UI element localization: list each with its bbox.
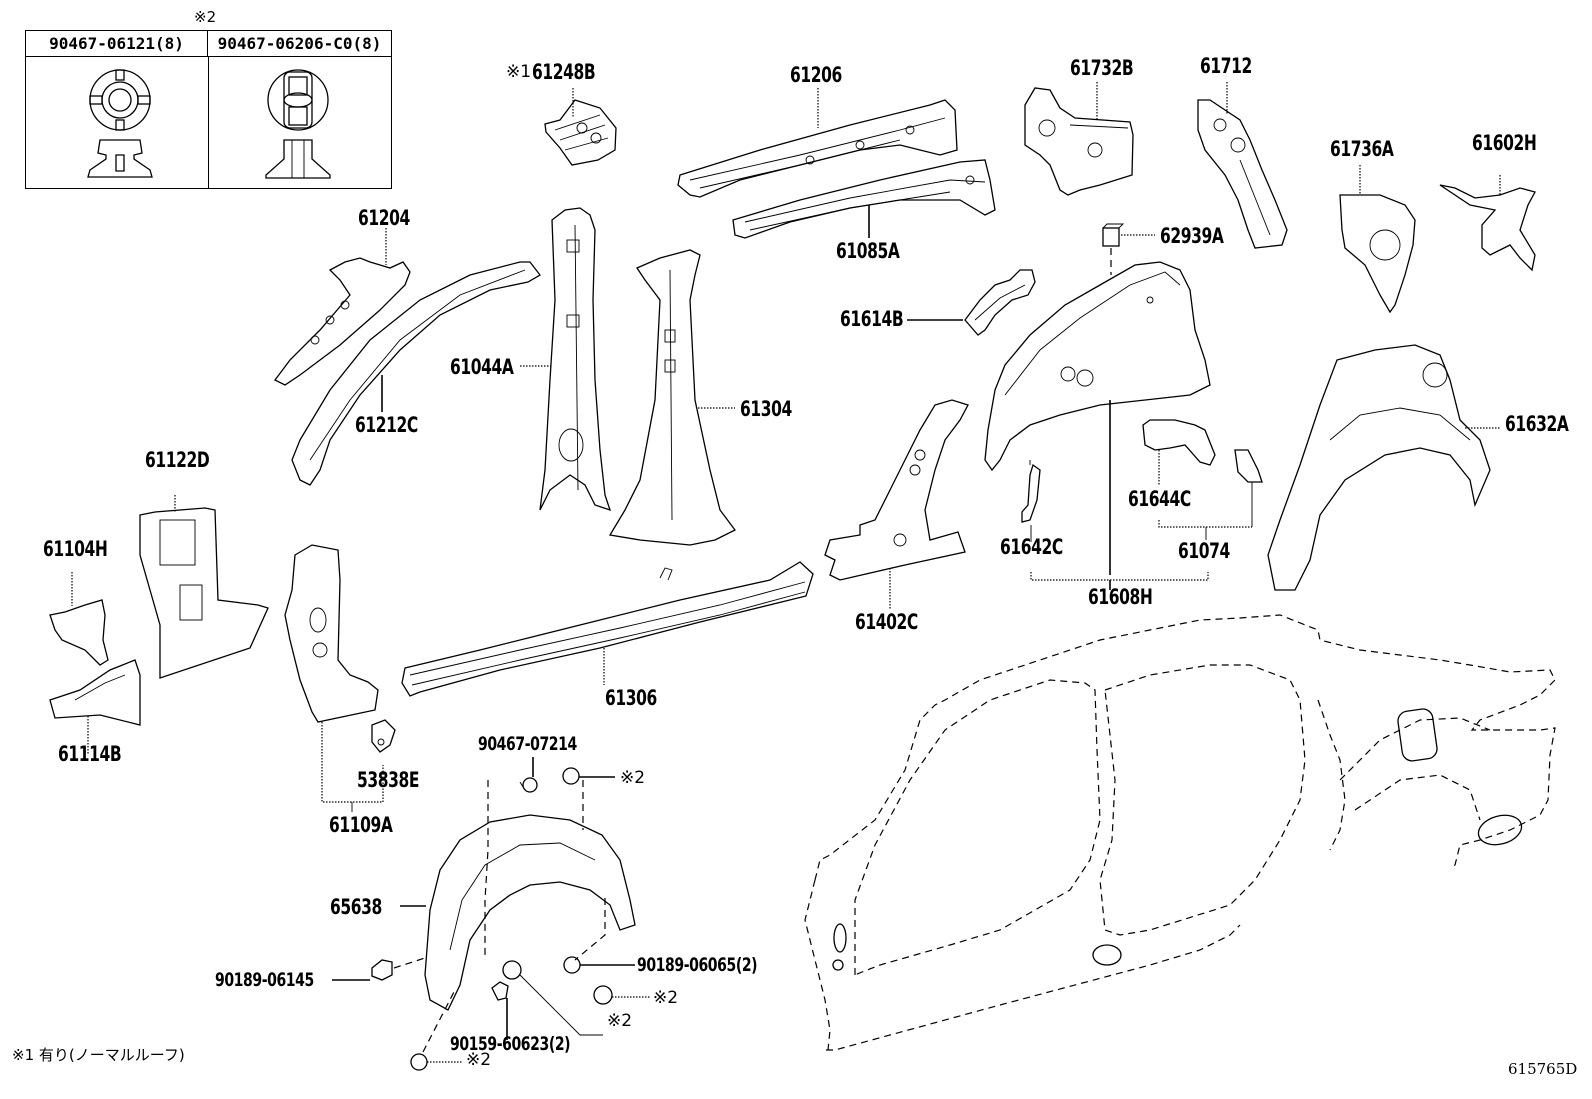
part-61712-drawing[interactable]	[1197, 82, 1288, 249]
label-61644C[interactable]: 61644C	[1128, 487, 1191, 511]
clip-part-number-2[interactable]: 90467-06206-C0(8)	[208, 31, 391, 57]
label-61304[interactable]: 61304	[740, 397, 792, 421]
part-61306-drawing[interactable]	[401, 561, 814, 697]
label-90189-06145[interactable]: 90189-06145	[215, 969, 314, 991]
label-61204[interactable]: 61204	[358, 206, 410, 230]
ref-mark-clip-right: ※2	[653, 988, 679, 1008]
part-61212C-drawing[interactable]	[291, 261, 541, 486]
label-53838E[interactable]: 53838E	[357, 768, 420, 792]
part-61614B-drawing[interactable]	[907, 269, 1036, 336]
label-61602H[interactable]: 61602H	[1472, 131, 1537, 155]
part-61248B-drawing[interactable]	[544, 88, 617, 166]
clip-reference-table: 90467-06121(8) 90467-06206-C0(8)	[25, 30, 392, 189]
label-61206[interactable]: 61206	[790, 63, 842, 87]
part-61736A-drawing[interactable]	[1339, 165, 1416, 314]
label-61109A[interactable]: 61109A	[329, 813, 393, 837]
part-61632A-drawing[interactable]	[1267, 344, 1500, 591]
fastener-clip-mid-drawing[interactable]	[502, 960, 603, 1036]
clip-part-number-1[interactable]: 90467-06121(8)	[26, 31, 208, 57]
illustration-code: 615765D	[1508, 1060, 1578, 1078]
part-61044A-drawing[interactable]	[520, 207, 612, 512]
part-61304-drawing[interactable]	[608, 249, 736, 546]
label-61736A[interactable]: 61736A	[1330, 137, 1394, 161]
part-61109A-drawing[interactable]	[284, 544, 384, 812]
ref-mark-clip-mid: ※2	[607, 1011, 633, 1031]
label-61074[interactable]: 61074	[1178, 539, 1230, 563]
label-90467-07214[interactable]: 90467-07214	[478, 733, 577, 755]
part-61085A-drawing[interactable]	[732, 159, 996, 239]
part-61114B-drawing[interactable]	[49, 659, 141, 755]
push-clip-round-icon	[87, 69, 153, 178]
part-61644C-drawing[interactable]	[1142, 419, 1216, 485]
push-clip-slotted-icon	[265, 69, 331, 179]
label-61632A[interactable]: 61632A	[1505, 412, 1569, 436]
part-61206-drawing[interactable]	[677, 88, 958, 198]
part-61074-drawing[interactable]	[1158, 449, 1263, 540]
label-61114B[interactable]: 61114B	[58, 742, 122, 766]
label-61712[interactable]: 61712	[1200, 54, 1252, 78]
label-90189-06065[interactable]: 90189-06065(2)	[637, 954, 758, 976]
part-65638-drawing[interactable]	[400, 780, 636, 1011]
ref-mark-clip-bottom: ※2	[466, 1050, 492, 1070]
label-62939A[interactable]: 62939A	[1160, 224, 1224, 248]
fastener-90189-06065-drawing[interactable]	[563, 956, 635, 974]
label-61104H[interactable]: 61104H	[43, 537, 108, 561]
table-divider	[208, 57, 209, 188]
part-61104H-drawing[interactable]	[49, 572, 109, 666]
part-61732B-drawing[interactable]	[1024, 82, 1134, 196]
body-side-assembly-outline	[804, 614, 1556, 1051]
fastener-90159-60623-drawing[interactable]	[491, 981, 509, 1040]
label-61044A[interactable]: 61044A	[450, 355, 514, 379]
note-mark-1: ※1	[506, 62, 532, 82]
clip-table-note: ※2	[194, 8, 217, 26]
label-61402C[interactable]: 61402C	[855, 610, 918, 634]
label-61306[interactable]: 61306	[605, 686, 657, 710]
part-61204-drawing[interactable]	[274, 228, 411, 386]
label-61732B[interactable]: 61732B	[1070, 56, 1134, 80]
label-61642C[interactable]: 61642C	[1000, 535, 1063, 559]
ref-mark-clip-top: ※2	[620, 768, 646, 788]
fastener-clip-top-drawing[interactable]	[562, 767, 615, 785]
label-61122D[interactable]: 61122D	[145, 448, 210, 472]
part-53838E-drawing[interactable]	[371, 719, 396, 753]
part-61402C-drawing[interactable]	[824, 399, 969, 610]
label-61614B[interactable]: 61614B	[840, 307, 904, 331]
part-61608H-drawing[interactable]	[984, 261, 1211, 575]
label-61212C[interactable]: 61212C	[355, 413, 418, 437]
part-61642C-drawing[interactable]	[1021, 460, 1209, 590]
part-61122D-drawing[interactable]	[139, 495, 269, 679]
label-61085A[interactable]: 61085A	[836, 239, 900, 263]
label-61608H[interactable]: 61608H	[1088, 585, 1153, 609]
part-62939A-drawing[interactable]	[1102, 223, 1155, 275]
part-61602H-drawing[interactable]	[1439, 175, 1536, 272]
fastener-clip-bottom-drawing[interactable]	[410, 989, 463, 1071]
footnote-normal-roof: ※1 有り(ノーマルルーフ)	[12, 1046, 185, 1064]
label-90159-60623[interactable]: 90159-60623(2)	[450, 1033, 571, 1055]
fastener-90467-07214-drawing[interactable]	[519, 757, 538, 793]
label-61248B[interactable]: 61248B	[532, 60, 596, 84]
fastener-clip-right-drawing[interactable]	[593, 985, 650, 1005]
label-65638[interactable]: 65638	[330, 895, 382, 919]
fastener-90189-06145-drawing[interactable]	[332, 957, 426, 981]
